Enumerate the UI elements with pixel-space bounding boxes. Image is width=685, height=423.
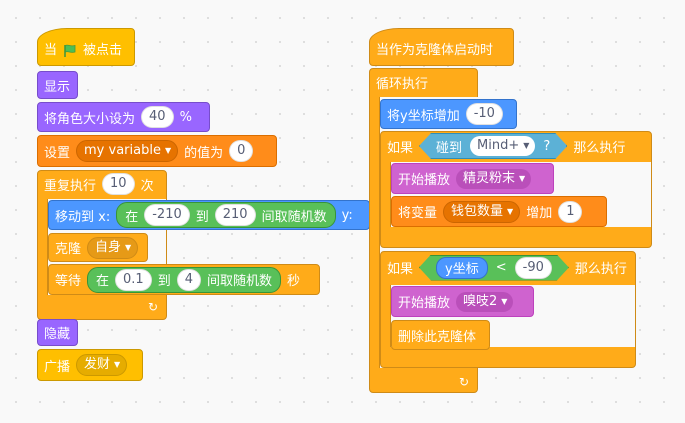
chevron-down-icon: ▼: [519, 173, 526, 183]
broadcast-message-dropdown[interactable]: 发财▼: [76, 354, 128, 376]
random-pick-label: 在: [125, 209, 139, 225]
wait-label: 等待: [55, 274, 82, 289]
show-label: 显示: [44, 79, 71, 95]
if-then-label: 那么执行: [574, 262, 627, 277]
change-variable-name: 钱包数量: [451, 203, 504, 219]
if-then-label: 那么执行: [573, 140, 626, 156]
goto-y-label: y:: [341, 207, 353, 223]
play-sound-label: 开始播放: [398, 296, 451, 311]
if-label: 如果: [387, 140, 414, 156]
set-value-input[interactable]: 0: [229, 140, 254, 162]
random-wait-min-input[interactable]: 0.1: [115, 268, 152, 291]
random-wait-max-input[interactable]: 4: [176, 268, 202, 291]
touching-label: 碰到: [436, 140, 463, 156]
chevron-down-icon: ▼: [507, 206, 514, 216]
change-var-label: 将变量: [398, 206, 438, 221]
touching-target: Mind+: [477, 138, 520, 153]
repeat-count-input[interactable]: 10: [102, 173, 135, 195]
size-value-input[interactable]: 40: [141, 106, 174, 128]
repeat-unit-label: 次: [140, 178, 154, 194]
when-flag-clicked-block[interactable]: 当 被点击: [37, 28, 135, 66]
clone-hat-label: 当作为克隆体启动时: [376, 43, 494, 58]
broadcast-label: 广播: [44, 359, 71, 375]
create-clone-block[interactable]: 克隆 自身▼: [48, 233, 148, 262]
random-to-label: 到: [157, 274, 171, 289]
change-by-label: 增加: [526, 206, 553, 221]
hide-label: 隐藏: [44, 327, 71, 342]
set-variable-block[interactable]: 设置 my variable▼ 的值为 0: [37, 135, 277, 167]
random-x-min-input[interactable]: -210: [144, 204, 190, 226]
chevron-down-icon: ▼: [523, 141, 530, 150]
play-sound-block[interactable]: 开始播放 精灵粉末▼: [391, 163, 554, 194]
random-x-max-input[interactable]: 210: [214, 204, 256, 226]
clone-target-dropdown[interactable]: 自身▼: [87, 236, 139, 259]
random-x-reporter[interactable]: 在 -210 到 210 间取随机数: [116, 202, 336, 228]
when-start-as-clone-block[interactable]: 当作为克隆体启动时: [369, 28, 514, 66]
forever-header[interactable]: 循环执行: [370, 68, 478, 96]
less-than-condition[interactable]: y坐标 < -90: [419, 255, 569, 281]
show-block[interactable]: 显示: [37, 71, 78, 99]
touching-target-dropdown[interactable]: Mind+▼: [470, 136, 535, 156]
touching-question-mark: ?: [543, 138, 551, 154]
random-to-label: 到: [195, 209, 209, 225]
set-to-label: 的值为: [184, 145, 224, 161]
hide-block[interactable]: 隐藏: [37, 319, 78, 346]
y-position-reporter[interactable]: y坐标: [436, 257, 488, 279]
clone-target: 自身: [95, 239, 122, 255]
forever-label: 循环执行: [376, 76, 429, 92]
forever-arrow-icon: ↻: [459, 375, 470, 389]
if-touching-header[interactable]: 如果 碰到 Mind+▼ ? 那么执行: [381, 131, 651, 161]
change-variable-dropdown[interactable]: 钱包数量▼: [443, 200, 521, 223]
set-size-label: 将角色大小设为: [44, 111, 136, 127]
wait-unit-label: 秒: [287, 274, 301, 289]
sound-dropdown[interactable]: 精灵粉末▼: [456, 168, 532, 189]
change-y-label: 将y坐标增加: [387, 108, 460, 124]
play-sound-block-2[interactable]: 开始播放 嗅吱2▼: [391, 286, 534, 317]
repeat-header[interactable]: 重复执行 10 次: [38, 170, 166, 198]
chevron-down-icon: ▼: [164, 146, 172, 155]
change-variable-block[interactable]: 将变量 钱包数量▼ 增加 1: [391, 196, 607, 227]
repeat-label: 重复执行: [44, 178, 97, 194]
y-position-label: y坐标: [445, 262, 479, 277]
chevron-down-icon: ▼: [125, 242, 132, 252]
random-wait-reporter[interactable]: 在 0.1 到 4 间取随机数: [87, 266, 282, 293]
wait-block[interactable]: 等待 在 0.1 到 4 间取随机数 秒: [48, 264, 320, 295]
chevron-down-icon: ▼: [501, 296, 508, 306]
when-label: 当: [44, 43, 58, 58]
random-label: 间取随机数: [261, 209, 327, 225]
sound-name: 嗅吱2: [463, 293, 498, 309]
goto-xy-block[interactable]: 移动到 x: 在 -210 到 210 间取随机数 y:: [48, 200, 370, 230]
sound-dropdown-2[interactable]: 嗅吱2▼: [456, 291, 514, 312]
if-y-less-header[interactable]: 如果 y坐标 < -90 那么执行: [381, 251, 635, 284]
play-sound-label: 开始播放: [398, 173, 451, 188]
less-than-operator: <: [495, 260, 507, 275]
variable-name: my variable: [84, 143, 161, 158]
chevron-down-icon: ▼: [114, 360, 121, 369]
size-unit-label: %: [179, 109, 192, 125]
change-y-block[interactable]: 将y坐标增加 -10: [380, 99, 517, 129]
delete-clone-block[interactable]: 删除此克隆体: [391, 320, 490, 350]
change-by-input[interactable]: 1: [558, 200, 583, 223]
clicked-label: 被点击: [83, 43, 123, 58]
delete-clone-label: 删除此克隆体: [398, 329, 477, 345]
goto-label: 移动到 x:: [55, 209, 111, 225]
broadcast-message: 发财: [84, 357, 111, 372]
if-label: 如果: [387, 262, 414, 277]
random-pick-label: 在: [96, 274, 110, 289]
broadcast-block[interactable]: 广播 发财▼: [37, 349, 143, 381]
clone-label: 克隆: [55, 242, 82, 257]
set-size-block[interactable]: 将角色大小设为 40 %: [37, 102, 210, 132]
sound-name: 精灵粉末: [463, 170, 516, 186]
repeat-arrow-icon: ↻: [148, 300, 159, 314]
variable-dropdown[interactable]: my variable▼: [76, 140, 179, 162]
set-label: 设置: [44, 145, 71, 161]
change-y-input[interactable]: -10: [465, 103, 503, 125]
touching-condition[interactable]: 碰到 Mind+▼ ?: [419, 133, 567, 159]
random-label: 间取随机数: [207, 274, 273, 289]
green-flag-icon: [64, 44, 76, 57]
less-than-input[interactable]: -90: [515, 257, 552, 279]
